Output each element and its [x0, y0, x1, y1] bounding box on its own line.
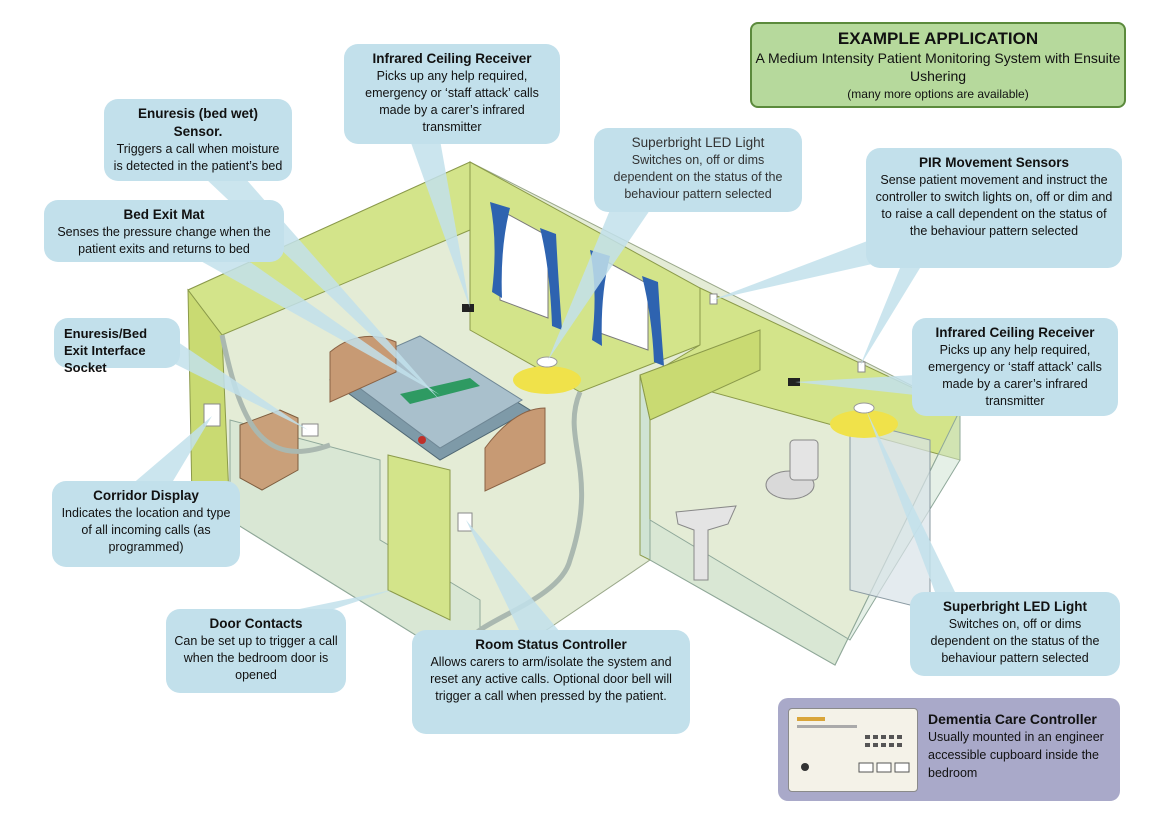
callout-title: PIR Movement Sensors [918, 155, 1070, 170]
front-glass-right [649, 409, 961, 666]
dementia-controller-box: Dementia Care Controller Usually mounted… [778, 698, 1120, 801]
callout-led-top: Superbright LED Light Switches on, off o… [594, 128, 802, 212]
callout-body: Indicates the location and type of all i… [61, 506, 231, 554]
callout-door-contacts: Door Contacts Can be set up to trigger a… [166, 609, 346, 693]
dementia-body: Usually mounted in an engineer accessibl… [928, 730, 1104, 780]
example-heading: EXAMPLE APPLICATION [837, 29, 1039, 48]
sink [675, 505, 737, 581]
pointer-led-top [548, 210, 650, 360]
callout-pir-sensors: PIR Movement Sensors Sense patient movem… [866, 148, 1122, 268]
callout-body: Senses the pressure change when the pati… [57, 225, 271, 256]
bed-exit-mat [400, 378, 480, 404]
pointer-room-status [466, 520, 560, 632]
callout-body: Allows carers to arm/isolate the system … [430, 655, 672, 703]
ir-receiver-ensuite [788, 378, 800, 386]
callout-body: Triggers a call when moisture is detecte… [113, 142, 283, 173]
callout-body: Switches on, off or dims dependent on th… [613, 153, 783, 201]
callout-title: Infrared Ceiling Receiver [372, 51, 532, 66]
shower [849, 419, 931, 611]
callout-enuresis-sensor: Enuresis (bed wet) Sensor. Triggers a ca… [104, 99, 292, 181]
room-status-device [457, 512, 473, 532]
pir-sensor-2 [857, 361, 866, 373]
controller-device-image [788, 708, 918, 792]
pointer-door [285, 590, 392, 612]
toilet-tank [789, 439, 819, 481]
callout-title: Corridor Display [93, 488, 199, 503]
led-light-fixture-bedroom [536, 356, 558, 368]
curtain-2 [540, 228, 562, 330]
bed-sensor-unit [418, 436, 426, 444]
ir-receiver-bedroom [462, 304, 474, 312]
callout-title: Superbright LED Light [631, 135, 765, 150]
pir-sensor-1 [709, 293, 718, 305]
callout-body: Picks up any help required, emergency or… [928, 343, 1102, 408]
callout-led-bottom: Superbright LED Light Switches on, off o… [910, 592, 1120, 676]
example-application-box: EXAMPLE APPLICATION A Medium Intensity P… [750, 22, 1126, 108]
pointer-ir-top [410, 140, 470, 308]
callout-title: Bed Exit Mat [123, 207, 205, 222]
cable [467, 391, 585, 642]
callout-ir-receiver-top: Infrared Ceiling Receiver Picks up any h… [344, 44, 560, 144]
led-light-cone-ensuite [830, 410, 898, 438]
pointer-socket [175, 340, 308, 430]
callout-title: Door Contacts [209, 616, 303, 631]
callout-body: Can be set up to trigger a call when the… [174, 634, 338, 682]
interface-socket-device [301, 423, 319, 437]
pointer-pir-2 [860, 268, 920, 366]
callout-corridor-display: Corridor Display Indicates the location … [52, 481, 240, 567]
callout-title: Infrared Ceiling Receiver [935, 325, 1095, 340]
callout-title: Enuresis (bed wet) Sensor. [137, 106, 259, 139]
dementia-text: Dementia Care Controller Usually mounted… [928, 710, 1116, 782]
pointer-bed-mat [190, 255, 440, 395]
callout-title: Enuresis/Bed Exit Interface Socket [64, 326, 148, 375]
callout-body: Picks up any help required, emergency or… [365, 69, 539, 134]
pointer-corridor [130, 416, 212, 486]
example-note: (many more options are available) [847, 87, 1029, 101]
controller-panel-icon [797, 717, 910, 773]
callout-title: Room Status Controller [475, 637, 627, 652]
cable [219, 334, 331, 454]
callout-interface-socket: Enuresis/Bed Exit Interface Socket [54, 318, 180, 375]
callout-body: Switches on, off or dims dependent on th… [930, 617, 1100, 665]
door [387, 454, 451, 621]
bed-footboard [484, 407, 546, 492]
pointer-ir-right [795, 375, 915, 395]
pointer-pir [712, 240, 890, 300]
callout-bed-exit-mat: Bed Exit Mat Senses the pressure change … [44, 200, 284, 262]
example-subtitle: A Medium Intensity Patient Monitoring Sy… [755, 50, 1121, 84]
pointer-led-bottom [866, 410, 955, 592]
curtain-4 [642, 276, 664, 366]
curtain-1 [490, 202, 510, 298]
callout-title: Superbright LED Light [943, 599, 1087, 614]
callout-ir-receiver-right: Infrared Ceiling Receiver Picks up any h… [912, 318, 1118, 416]
led-light-cone-bedroom [513, 366, 581, 394]
led-light-fixture-ensuite [853, 402, 875, 414]
callout-body: Sense patient movement and instruct the … [875, 173, 1113, 238]
dementia-title: Dementia Care Controller [928, 711, 1097, 727]
callout-room-status-controller: Room Status Controller Allows carers to … [412, 630, 690, 734]
